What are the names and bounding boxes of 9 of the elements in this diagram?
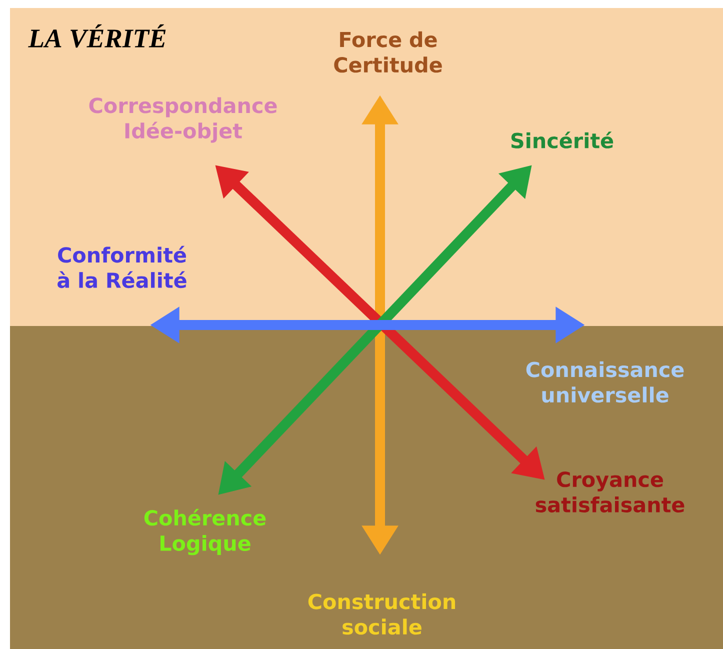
axis-label: Cohérence Logique [144, 508, 266, 556]
axis-label: Correspondance Idée-objet [89, 97, 277, 143]
axis-label: Sincérité [511, 132, 614, 148]
axis-label: Croyance satisfaisante [536, 472, 684, 512]
axis-label: Force de Certitude [334, 31, 442, 73]
title: LA VÉRITÉ [28, 24, 166, 48]
axis-label: Connaissance universelle [526, 361, 684, 403]
axis-label: Conformité à la Réalité [58, 246, 186, 288]
axis-label: Construction sociale [308, 593, 456, 635]
